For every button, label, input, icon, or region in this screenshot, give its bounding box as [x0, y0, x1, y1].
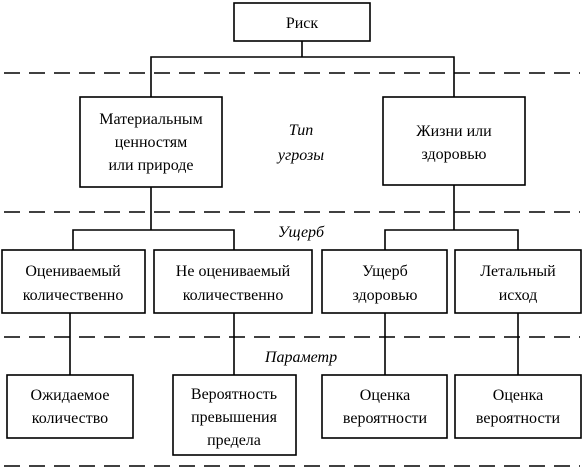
node-probability-estimate-2-line-1: Оценка: [493, 387, 543, 404]
node-quantifiable: Оцениваемый количественно: [1, 249, 146, 314]
node-exceed-probability-line-2: превышения: [191, 409, 278, 426]
node-not-quantifiable: Не оцениваемый количественно: [153, 249, 313, 314]
node-life: Жизни или здоровью: [382, 96, 526, 186]
node-exceed-probability: Вероятность превышения предела: [172, 374, 297, 456]
node-material: Материальным ценностям или природе: [79, 96, 223, 188]
node-exceed-probability-line-1: Вероятность: [191, 386, 277, 403]
node-health-damage: Ущерб здоровью: [321, 249, 448, 314]
level-separators: [4, 72, 580, 467]
node-expected-amount-line-1: Ожидаемое: [31, 387, 110, 404]
node-quantifiable-line-2: количественно: [23, 287, 124, 304]
node-probability-estimate-1-line-1: Оценка: [360, 387, 410, 404]
node-lethal-line-2: исход: [499, 287, 538, 304]
node-expected-amount-line-2: количество: [32, 410, 108, 427]
connector-root: [150, 41, 455, 97]
node-material-line-2: ценностям: [115, 134, 188, 151]
threat-type-line-1: Тип: [289, 122, 314, 139]
root-label: Риск: [286, 15, 319, 32]
node-probability-estimate-1-line-2: вероятности: [343, 410, 428, 427]
node-lethal-line-1: Летальный: [480, 263, 556, 280]
node-life-line-1: Жизни или: [416, 123, 492, 140]
root-node: Риск: [233, 2, 371, 42]
node-lethal: Летальный исход: [454, 249, 582, 314]
node-health-damage-line-1: Ущерб: [362, 263, 407, 280]
node-quantifiable-line-1: Оцениваемый: [25, 263, 121, 280]
node-material-line-1: Материальным: [99, 111, 203, 128]
node-probability-estimate-2: Оценка вероятности: [454, 374, 582, 439]
node-material-line-3: или природе: [108, 157, 193, 174]
level-label-threat-type: Тип угрозы: [276, 122, 324, 164]
level-label-parameter: Параметр: [264, 349, 337, 366]
threat-type-line-2: угрозы: [276, 147, 324, 164]
connector-life: [384, 185, 519, 250]
node-probability-estimate-1: Оценка вероятности: [321, 374, 448, 439]
connectors: [69, 41, 519, 375]
connector-material: [72, 187, 235, 250]
node-health-damage-line-2: здоровью: [353, 287, 418, 304]
node-not-quantifiable-line-1: Не оцениваемый: [176, 263, 291, 280]
node-life-line-2: здоровью: [422, 146, 487, 163]
node-exceed-probability-line-3: предела: [207, 432, 261, 449]
node-expected-amount: Ожидаемое количество: [6, 374, 134, 439]
node-probability-estimate-2-line-2: вероятности: [476, 410, 561, 427]
node-not-quantifiable-line-2: количественно: [183, 287, 284, 304]
level-label-damage: Ущерб: [278, 224, 325, 241]
